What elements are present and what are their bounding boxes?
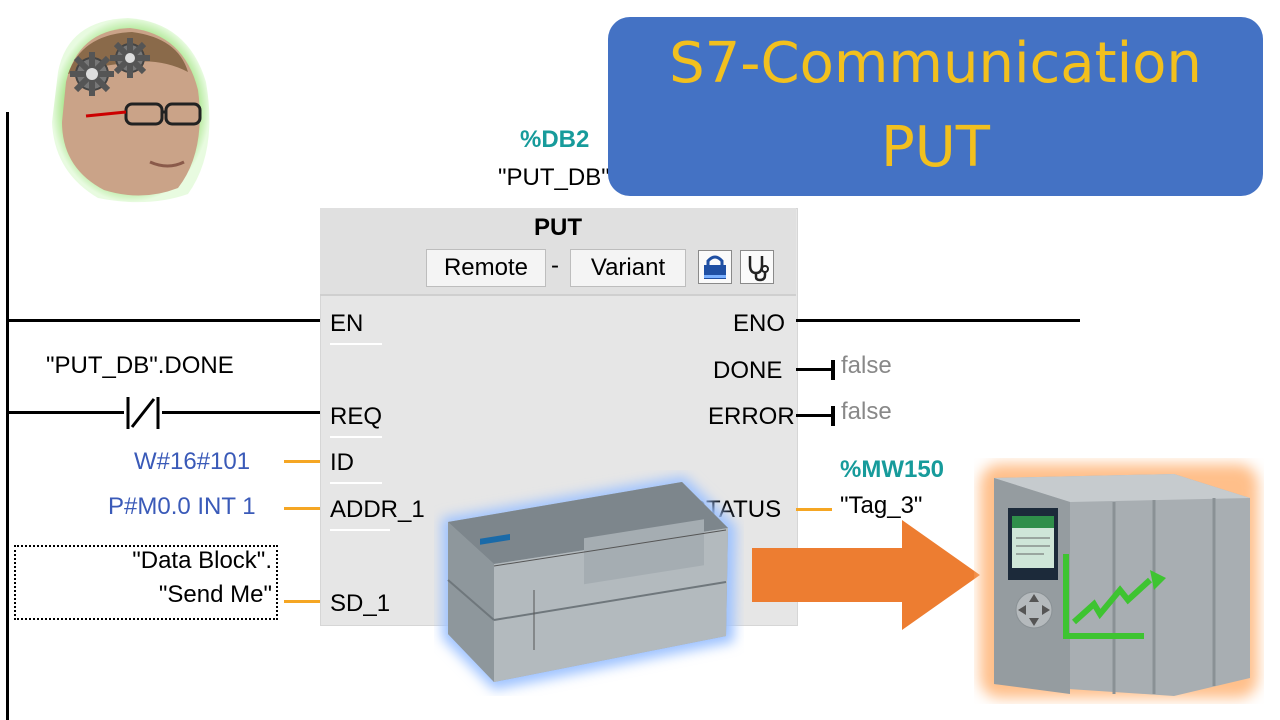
plc-device-icon (434, 470, 744, 696)
req-wire-left (6, 411, 124, 414)
remote-dropdown[interactable]: Remote (426, 249, 546, 287)
instance-db-name: "PUT_DB" (498, 164, 610, 191)
pin-addr1: ADDR_1 (330, 496, 425, 523)
eno-wire (796, 319, 1080, 322)
pin-en: EN (330, 310, 364, 337)
req-wire-right (162, 411, 320, 414)
power-rail (6, 112, 9, 720)
pin-req: REQ (330, 403, 383, 430)
sd1-line2: "Send Me" (158, 581, 272, 608)
id-wire (284, 460, 320, 463)
addr-value[interactable]: P#M0.0 INT 1 (108, 493, 256, 520)
pin-sd1: SD_1 (330, 590, 391, 617)
error-value: false (841, 398, 892, 425)
pin-done: DONE (713, 357, 783, 384)
plc-s7-1500-icon (974, 458, 1264, 704)
sd1-line1: "Data Block". (132, 547, 272, 574)
done-wire (796, 368, 832, 371)
error-terminator (831, 406, 835, 426)
title-banner: S7-Communication PUT (608, 17, 1263, 196)
right-arrow-icon (752, 520, 984, 630)
stethoscope-icon[interactable] (740, 250, 774, 284)
sd1-wire (284, 600, 320, 603)
done-value: false (841, 352, 892, 379)
id-value[interactable]: W#16#101 (134, 448, 251, 475)
lock-icon[interactable] (698, 250, 732, 284)
done-terminator (831, 360, 835, 380)
nc-contact-icon[interactable] (120, 393, 166, 433)
status-address: %MW150 (840, 456, 945, 483)
pin-eno: ENO (733, 310, 786, 337)
gears-icon (66, 32, 156, 102)
sd1-operand-box[interactable] (14, 545, 278, 620)
pin-id: ID (330, 449, 354, 476)
status-wire (796, 508, 832, 511)
pin-error: ERROR (708, 403, 795, 430)
title-line2: PUT (881, 115, 990, 180)
status-tag[interactable]: "Tag_3" (840, 492, 923, 519)
block-title: PUT (534, 214, 582, 241)
variant-dropdown[interactable]: Variant (570, 249, 686, 287)
title-line1: S7-Communication (669, 31, 1202, 96)
instance-db-address: %DB2 (520, 126, 590, 153)
error-wire (796, 414, 832, 417)
dropdown-separator: - (551, 252, 559, 279)
contact-label: "PUT_DB".DONE (46, 352, 234, 379)
en-wire (6, 319, 320, 322)
addr-wire (284, 507, 320, 510)
